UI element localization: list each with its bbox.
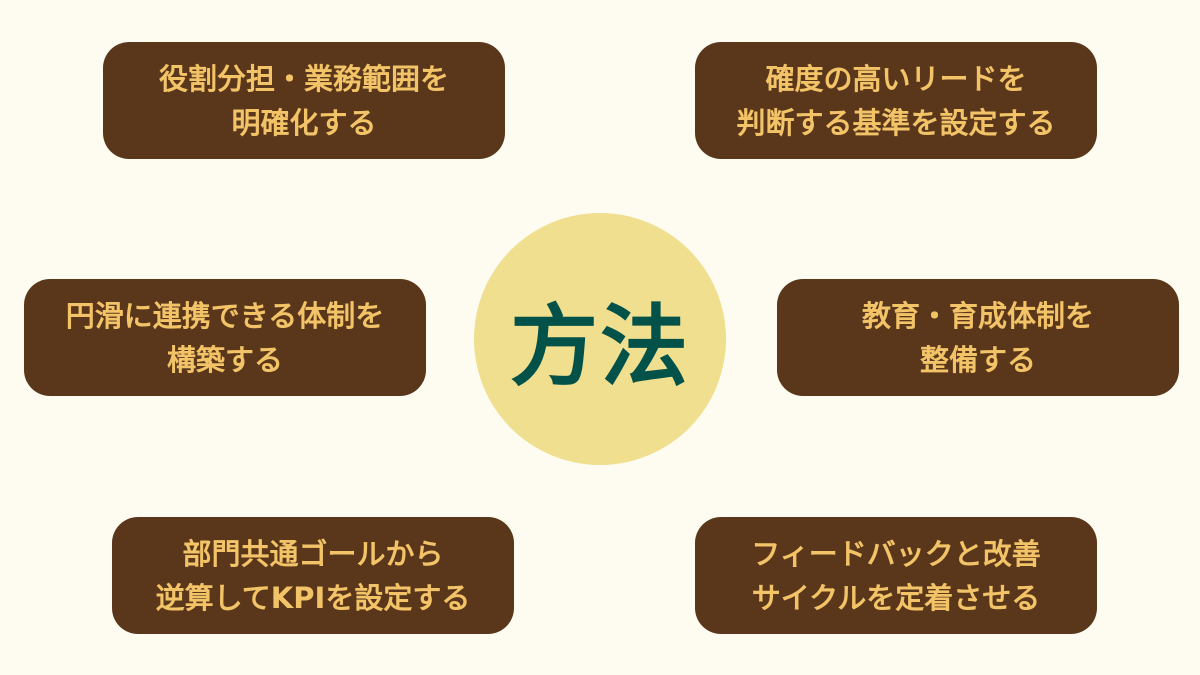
box-line-1: 確度の高いリードを [765,61,1027,96]
method-box-training-system: 教育・育成体制を 整備する [777,279,1179,396]
method-box-lead-criteria: 確度の高いリードを 判断する基準を設定する [695,42,1097,159]
box-line-2: サイクルを定着させる [751,580,1041,615]
method-box-collaboration-system: 円滑に連携できる体制を 構築する [24,279,426,396]
box-line-2: 逆算してKPIを設定する [155,580,471,615]
method-box-kpi-setting: 部門共通ゴールから 逆算してKPIを設定する [112,517,514,634]
box-line-2: 整備する [919,342,1036,377]
center-title: 方法 [509,294,690,398]
box-line-2: 構築する [166,342,283,377]
box-line-2: 明確化する [231,105,377,140]
box-line-1: 教育・育成体制を [861,298,1094,333]
box-line-2: 判断する基準を設定する [736,105,1056,140]
center-circle: 方法 [474,213,726,465]
box-line-1: 部門共通ゴールから [182,536,444,571]
box-line-1: 円滑に連携できる体制を [65,298,385,333]
box-line-1: フィードバックと改善 [751,536,1041,571]
box-line-1: 役割分担・業務範囲を [158,61,449,96]
method-box-role-clarification: 役割分担・業務範囲を 明確化する [103,42,505,159]
method-box-feedback-cycle: フィードバックと改善 サイクルを定着させる [695,517,1097,634]
